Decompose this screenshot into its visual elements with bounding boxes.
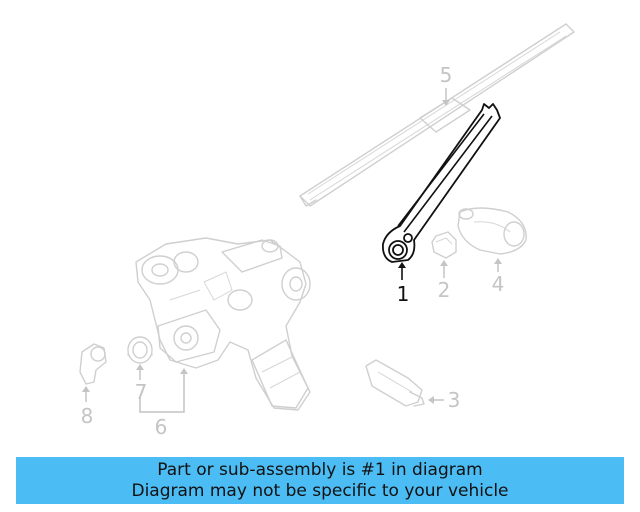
leader-1 <box>398 262 406 280</box>
callout-1: 1 <box>397 282 410 306</box>
leader-7 <box>136 364 144 380</box>
part-2-nut[interactable] <box>431 231 457 259</box>
banner-line-1: Part or sub-assembly is #1 in diagram <box>157 459 483 480</box>
leader-5 <box>442 88 450 106</box>
part-3-connector[interactable] <box>365 359 425 407</box>
callout-7: 7 <box>135 380 148 404</box>
part-4-cap[interactable] <box>457 207 527 255</box>
banner-line-2: Diagram may not be specific to your vehi… <box>131 480 509 501</box>
part-1-wiper-arm[interactable] <box>382 103 501 263</box>
callout-4: 4 <box>492 272 505 296</box>
leader-2 <box>440 260 448 278</box>
part-6-motor-assembly[interactable] <box>135 237 311 411</box>
parts-diagram: 5 1 2 4 3 7 8 6 <box>79 23 575 439</box>
info-banner: Part or sub-assembly is #1 in diagram Di… <box>16 457 624 504</box>
callout-8: 8 <box>81 404 94 428</box>
leader-8 <box>82 386 90 402</box>
leader-4 <box>494 258 502 272</box>
callout-6: 6 <box>155 415 168 439</box>
leader-3 <box>428 396 444 404</box>
callout-3: 3 <box>448 388 461 412</box>
part-7-grommet[interactable] <box>127 336 153 364</box>
callout-2: 2 <box>438 278 451 302</box>
part-5-wiper-blade[interactable] <box>299 23 575 207</box>
callout-5: 5 <box>440 63 453 87</box>
leader-6 <box>139 368 188 413</box>
part-8-clip[interactable] <box>79 343 107 385</box>
